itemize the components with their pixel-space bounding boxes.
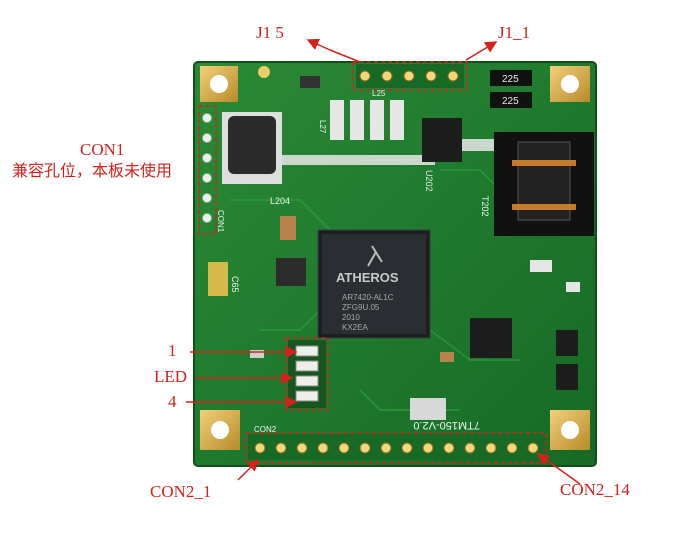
board-name: 7TM150-V2.0 (413, 419, 480, 431)
label-c65: C65 (230, 276, 240, 293)
chip-line3: 2010 (342, 313, 360, 322)
transformer (494, 132, 594, 236)
label-con1: CON1 (80, 140, 125, 159)
label-t202: T202 (480, 196, 490, 217)
label-l27: L27 (318, 120, 327, 134)
main-chip: ATHEROS AR7420-AL1C ZFG9U.05 2010 KX2EA (317, 229, 431, 339)
label-l25: L25 (372, 89, 386, 98)
ic-right (276, 258, 578, 420)
label-con2-14: CON2_14 (560, 480, 630, 499)
label-con1-silk: CON1 (216, 210, 225, 233)
j1-header (352, 61, 468, 91)
label-j1-1: J1_1 (498, 23, 531, 42)
res-225-b: 225 (502, 96, 519, 107)
small-components (208, 76, 580, 362)
label-con2-1: CON2_1 (150, 482, 212, 501)
chip-brand: ATHEROS (336, 270, 399, 285)
silkscreen: L204 C65 T202 CON1 CON2 L27 L25 7TM150-V… (216, 89, 490, 434)
label-pin-1: 1 (168, 341, 177, 360)
con1-holes (198, 105, 217, 235)
label-u202: U202 (424, 170, 434, 192)
ic-u202: U202 (422, 118, 462, 192)
label-con1-note: 兼容孔位，本板未使用 (12, 163, 173, 180)
corner-pads (200, 66, 590, 450)
chip-part: AR7420-AL1C (342, 293, 394, 302)
annotation-arrows (186, 38, 581, 485)
resistor-225: 225 225 (490, 70, 532, 108)
label-l204: L204 (270, 196, 290, 206)
con2-header (245, 432, 547, 464)
label-led: LED (154, 367, 188, 386)
res-225-a: 225 (502, 74, 519, 85)
label-con2-silk: CON2 (254, 425, 277, 434)
led-group (285, 337, 329, 411)
chip-line2: ZFG9U.05 (342, 303, 380, 312)
power-inductor (222, 112, 282, 184)
chip-line4: KX2EA (342, 323, 368, 332)
label-j1-5: J1 5 (256, 23, 284, 42)
label-pin-4: 4 (168, 392, 177, 411)
